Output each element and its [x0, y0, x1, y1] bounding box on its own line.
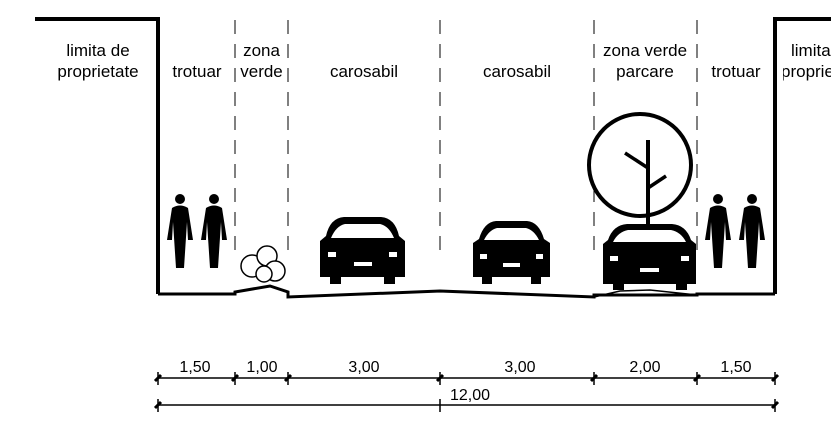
dim-sidewalk-left: 1,50 — [179, 359, 211, 376]
label-property-right-line2: proprietate — [783, 62, 831, 81]
dim-green-parking: 2,00 — [629, 359, 661, 376]
shrub-icon — [240, 245, 286, 283]
label-property-left-line2: proprietate — [57, 62, 139, 81]
dim-road-left: 3,00 — [348, 359, 380, 376]
label-property-right: limita de proprietate — [783, 40, 831, 82]
label-property-left: limita de proprietate — [40, 40, 156, 82]
label-road-left: carosabil — [329, 62, 399, 81]
label-green-zone-line1: zona — [243, 41, 280, 60]
dimension-markers — [153, 373, 780, 410]
property-boundary-left — [35, 17, 160, 294]
label-property-left-line1: limita de — [66, 41, 130, 60]
property-boundary-right — [773, 17, 831, 294]
car-icon-road-right — [473, 221, 550, 284]
dim-road-right: 3,00 — [504, 359, 536, 376]
label-green-zone: zona verde — [229, 40, 294, 82]
label-property-right-line1: limita de — [791, 41, 831, 60]
dim-sidewalk-right: 1,50 — [720, 359, 752, 376]
label-sidewalk-left: trotuar — [172, 62, 222, 81]
pedestrian-icon-left-1 — [167, 194, 193, 268]
pedestrian-icon-left-2 — [201, 194, 227, 268]
tree-icon — [587, 112, 693, 232]
label-sidewalk-right: trotuar — [711, 62, 761, 81]
car-icon-parking — [603, 224, 696, 290]
car-icon-road-left — [320, 217, 405, 284]
label-road-right: carosabil — [482, 62, 552, 81]
label-green-parking: zona verde parcare — [586, 40, 704, 82]
dimension-line-segments — [158, 377, 775, 406]
pedestrian-icon-right-1 — [705, 194, 731, 268]
label-green-zone-line2: verde — [240, 62, 283, 81]
dim-total: 12,00 — [449, 387, 491, 404]
label-green-parking-line1: zona verde — [602, 41, 688, 60]
label-green-parking-line2: parcare — [616, 62, 674, 81]
parking-strip-profile — [593, 289, 698, 298]
pedestrian-icon-right-2 — [739, 194, 765, 268]
dim-green: 1,00 — [246, 359, 278, 376]
